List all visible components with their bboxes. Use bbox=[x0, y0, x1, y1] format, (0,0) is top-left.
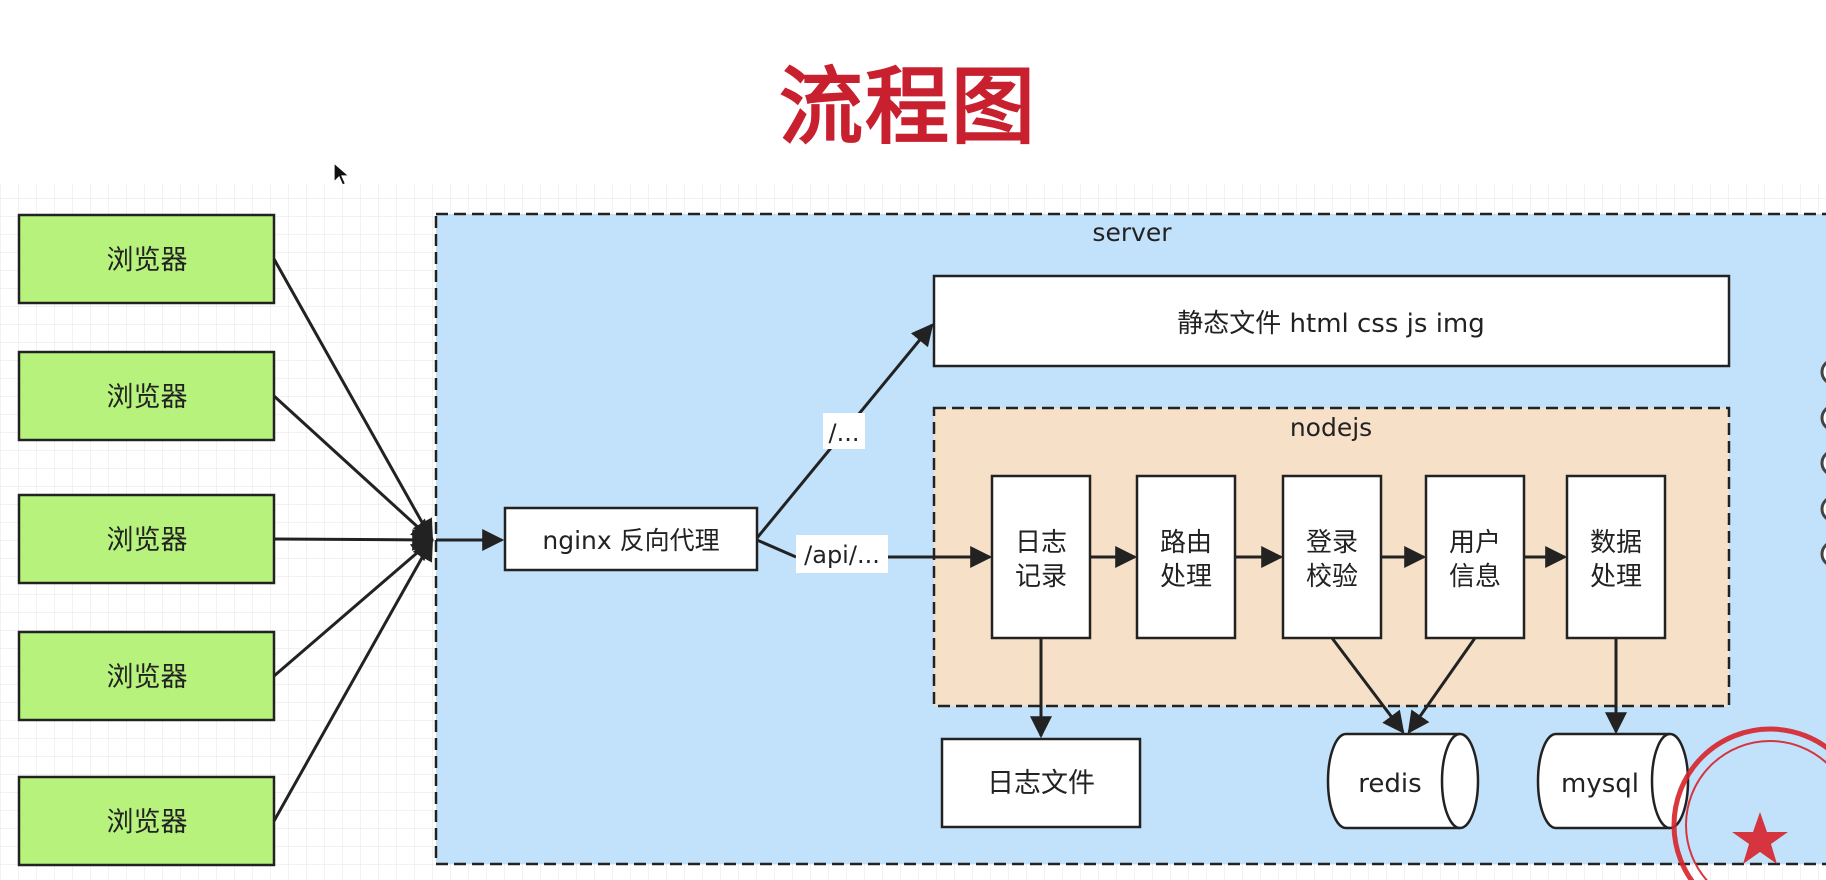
step-login-check-line1: 登录 bbox=[1306, 528, 1358, 558]
redis-end bbox=[1440, 732, 1461, 830]
log-file-label: 日志文件 bbox=[987, 768, 1095, 799]
browser-label: 浏览器 bbox=[107, 525, 188, 556]
static-route-label: /... bbox=[829, 419, 860, 447]
browser-arrow bbox=[272, 394, 434, 542]
server-label: server bbox=[1092, 218, 1172, 247]
log-file-box bbox=[940, 737, 1142, 829]
browser-arrow bbox=[272, 538, 434, 822]
mysql-cylinder: mysql bbox=[1536, 732, 1690, 830]
edge-circle bbox=[1820, 543, 1826, 565]
step-routing-line1: 路由 bbox=[1160, 528, 1212, 558]
mysql-label: mysql bbox=[1561, 769, 1639, 799]
redis-label: redis bbox=[1358, 769, 1421, 799]
redis-cylinder: redis bbox=[1326, 732, 1480, 830]
browser-arrow bbox=[273, 538, 434, 678]
browser-label: 浏览器 bbox=[107, 807, 188, 838]
api-route-arrow bbox=[756, 538, 797, 559]
api-route-label-bg bbox=[796, 535, 888, 573]
edge-circle bbox=[1820, 407, 1826, 429]
step-routing-box bbox=[1135, 474, 1237, 640]
edge-circle bbox=[1820, 452, 1826, 474]
mouse-cursor-icon bbox=[333, 162, 351, 186]
star-icon bbox=[1732, 812, 1788, 864]
browser-arrow bbox=[273, 528, 435, 551]
step-login-check-line2: 校验 bbox=[1306, 562, 1358, 592]
seal-inner-ring bbox=[1685, 740, 1826, 880]
static-route-label-bg bbox=[823, 413, 865, 449]
step-user-info-line1: 用户 bbox=[1449, 528, 1501, 558]
edge-circle bbox=[1820, 498, 1826, 520]
api-route-label: /api/... bbox=[804, 541, 880, 569]
nginx-box bbox=[503, 506, 759, 572]
edge-circle bbox=[1820, 361, 1826, 383]
static-files-label: 静态文件 html css js img bbox=[1177, 309, 1485, 339]
edge-circles bbox=[1820, 361, 1826, 565]
nginx-label: nginx 反向代理 bbox=[542, 526, 719, 555]
browser-label: 浏览器 bbox=[107, 382, 188, 413]
login-to-redis-arrow bbox=[1330, 637, 1405, 734]
step-log-record-line1: 日志 bbox=[1015, 528, 1067, 558]
step-data-process-line1: 数据 bbox=[1590, 528, 1642, 558]
browser-box bbox=[17, 775, 276, 867]
seal-outer-ring bbox=[1671, 726, 1826, 880]
user-to-redis-arrow bbox=[1407, 637, 1477, 734]
browser-label: 浏览器 bbox=[107, 662, 188, 693]
static-files-box bbox=[932, 274, 1731, 368]
step-data-process-line2: 处理 bbox=[1590, 562, 1642, 592]
seal-stamp bbox=[1671, 726, 1826, 880]
step-login-check-box bbox=[1281, 474, 1383, 640]
storage-arrows bbox=[1030, 637, 1627, 739]
step-data-process-box bbox=[1565, 474, 1667, 640]
mysql-end bbox=[1650, 732, 1671, 830]
browser-box bbox=[17, 493, 276, 585]
step-user-info-line2: 信息 bbox=[1449, 562, 1501, 592]
page-title: 流程图 bbox=[778, 58, 1037, 156]
nodejs-label: nodejs bbox=[1290, 413, 1372, 442]
step-routing-line2: 处理 bbox=[1160, 562, 1212, 592]
browser-label: 浏览器 bbox=[107, 245, 188, 276]
browser-box bbox=[17, 350, 276, 442]
browser-box bbox=[17, 630, 276, 722]
nodejs-steps: 日志 记录 路由 处理 登录 校验 用户 信息 数据 处理 bbox=[990, 474, 1667, 640]
browser-arrows bbox=[272, 258, 435, 822]
browser-arrow bbox=[272, 258, 434, 542]
step-log-record-line2: 记录 bbox=[1015, 562, 1067, 592]
